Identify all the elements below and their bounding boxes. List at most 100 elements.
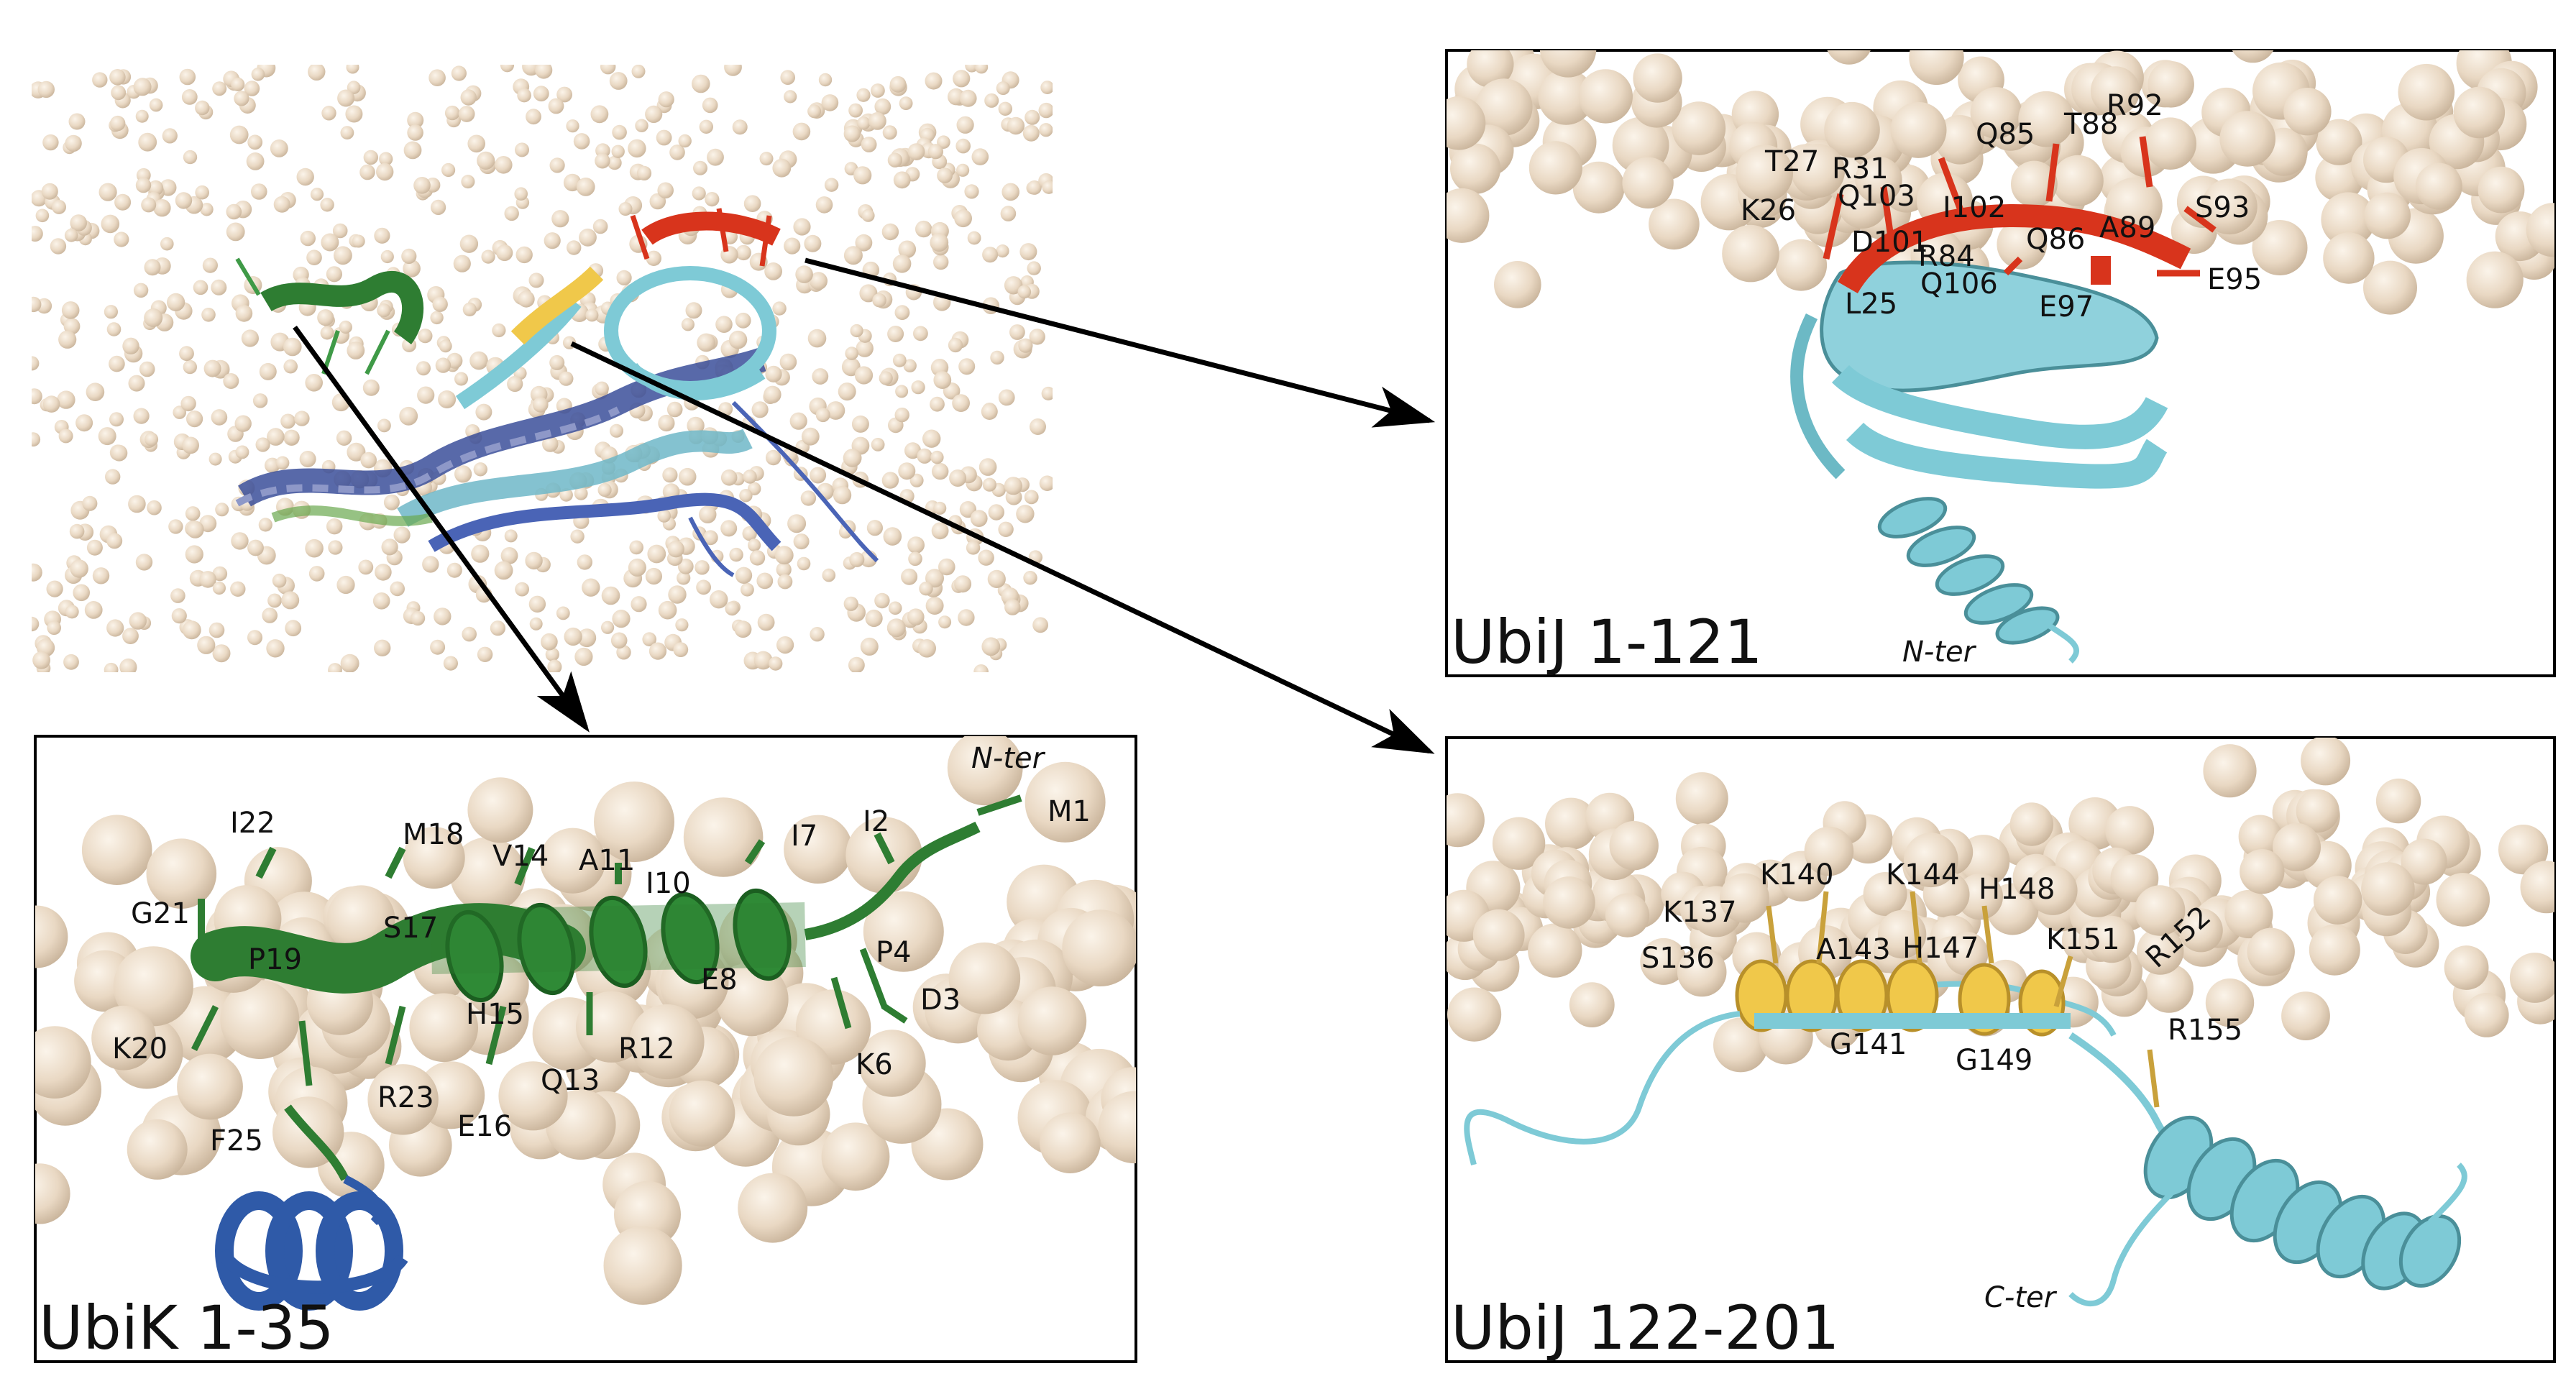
residue-label: I22 [230,807,275,840]
lipid-bead [937,168,953,184]
lipid-bead [61,301,80,319]
lipid-bead [821,94,839,111]
lipid-bead [199,571,216,588]
lipid-bead [81,815,152,885]
lipid-bead [1472,909,1525,961]
lipid-bead [2526,203,2554,257]
lipid-bead [42,395,60,413]
lipid-bead [1032,617,1048,633]
lipid-bead [1622,157,1674,208]
lipid-bead [559,371,574,386]
residue-label: E95 [2207,263,2262,296]
lipid-bead [328,663,342,672]
lipid-bead [2323,232,2375,284]
lipid-bead [749,550,766,566]
lipid-bead [642,632,656,646]
lipid-bead [2316,119,2362,165]
lipid-bead [197,636,216,654]
lipid-bead [975,65,989,74]
lipid-bead [185,506,201,521]
lipid-bead [956,116,974,134]
lipid-bead [677,558,694,574]
lipid-bead [645,105,663,123]
lipid-bead [741,582,754,597]
residue-label: E97 [2039,290,2094,324]
lipid-bead [2415,162,2462,210]
lipid-bead [687,416,705,435]
lipid-bead [247,539,264,556]
lipid-bead [933,254,949,270]
lipid-bead [202,257,218,273]
lipid-bead [2281,991,2330,1040]
lipid-bead [629,1004,705,1080]
lipid-bead [988,504,1005,521]
lipid-bead [2498,825,2549,875]
lipid-bead [540,828,606,894]
lipid-bead [517,88,531,103]
lipid-bead [453,255,471,272]
residue-label: G149 [1956,1044,2032,1077]
lipid-bead [162,128,178,144]
lipid-bead [504,529,518,543]
lipid-bead [907,143,925,161]
lipid-bead [600,65,616,75]
lipid-bead [326,518,343,535]
lipid-bead [971,148,989,165]
lipid-bead [861,137,877,152]
lipid-bead [1528,141,1582,195]
lipid-bead [903,359,917,372]
lipid-bead [58,428,73,444]
lipid-bead [305,374,324,392]
lipid-bead [787,514,807,533]
lipid-bead [1997,219,2048,270]
lipid-bead [32,226,43,242]
lipid-bead [1572,161,1625,214]
lipid-bead [848,103,863,118]
lipid-bead [1027,261,1041,275]
lipid-bead [435,357,452,373]
lipid-bead [911,380,925,395]
lipid-bead [984,93,999,108]
lipid-bead [2444,945,2489,990]
lipid-bead [32,296,42,313]
lipid-bead [1609,821,1659,871]
residue-label: D3 [920,984,961,1017]
panel-ubij-122-201: K140 K144 H148 K137 A143 H147 K151 S136 … [1445,736,2556,1363]
lipid-bead [186,411,203,428]
lipid-bead [1824,101,1880,158]
lipid-bead [1538,69,1595,125]
arrow-to-ubij-n [805,257,1436,428]
lipid-bead [135,554,153,571]
lipid-bead [853,166,872,185]
lipid-bead [772,158,792,178]
lipid-bead [122,337,139,354]
lipid-bead [636,165,652,180]
lipid-bead [915,220,932,238]
residue-label: P19 [248,943,302,976]
lipid-bead [275,456,290,470]
lipid-bead [959,89,977,107]
lipid-bead [133,408,150,424]
lipid-bead [195,185,210,200]
lipid-bead [815,196,833,214]
lipid-bead [889,75,907,93]
lipid-bead [669,1080,735,1147]
lipid-bead [533,397,549,413]
lipid-bead [990,350,1004,365]
lipid-bead [570,529,585,544]
lipid-bead [492,323,506,338]
lipid-bead [647,544,666,564]
lipid-bead [270,139,288,157]
lipid-bead [635,119,648,132]
lipid-bead [702,530,718,546]
lipid-bead [1030,418,1046,435]
lipid-bead [925,597,944,615]
lipid-bead [403,827,465,889]
lipid-bead [1605,893,1650,938]
lipid-bead [1017,986,1087,1055]
residue-label: Q106 [1920,267,1998,301]
lipid-bead [1039,123,1053,137]
lipid-bead [856,88,871,102]
lipid-bead [235,305,253,322]
lipid-bead [909,473,924,487]
